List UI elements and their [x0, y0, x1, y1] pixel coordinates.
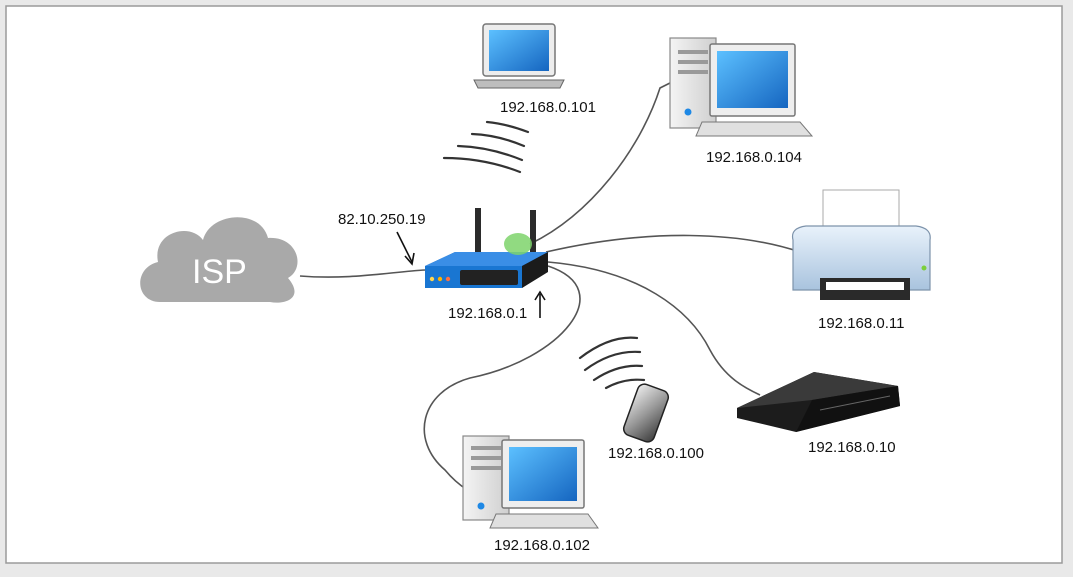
laptop-ip-label: 192.168.0.101 — [500, 99, 596, 116]
desktop-top-icon — [669, 37, 814, 137]
desktop-bottom-ip-label: 192.168.0.102 — [494, 537, 590, 554]
router-public-ip-label: 82.10.250.19 — [338, 211, 426, 228]
cable-router-desktop-bottom — [423, 265, 581, 501]
cable-router-printer — [545, 234, 801, 253]
cable-router-console — [547, 261, 761, 396]
phone-ip-label: 192.168.0.100 — [608, 445, 704, 462]
arrow-public-ip — [396, 231, 413, 263]
cable-router-desktop-top — [529, 79, 677, 245]
printer-icon — [791, 189, 931, 300]
phone-icon — [622, 383, 670, 443]
cable-isp-router — [299, 269, 426, 278]
arrow-public-ip-head — [404, 252, 415, 266]
cables — [299, 79, 801, 501]
desktop-bottom-icon — [462, 435, 599, 529]
console-ip-label: 192.168.0.10 — [808, 439, 896, 456]
desktop-top-ip-label: 192.168.0.104 — [706, 149, 802, 166]
isp-cloud: ISP — [140, 217, 298, 303]
router-local-ip-label: 192.168.0.1 — [448, 305, 527, 322]
router-icon — [425, 208, 548, 288]
isp-label: ISP — [192, 253, 247, 291]
laptop-wifi-signal-icon — [442, 120, 530, 174]
arrow-local-ip-head — [534, 290, 546, 301]
laptop-icon — [473, 23, 565, 89]
console-icon — [737, 372, 900, 432]
phone-wifi-signal-icon — [578, 336, 646, 390]
printer-ip-label: 192.168.0.11 — [818, 315, 904, 332]
